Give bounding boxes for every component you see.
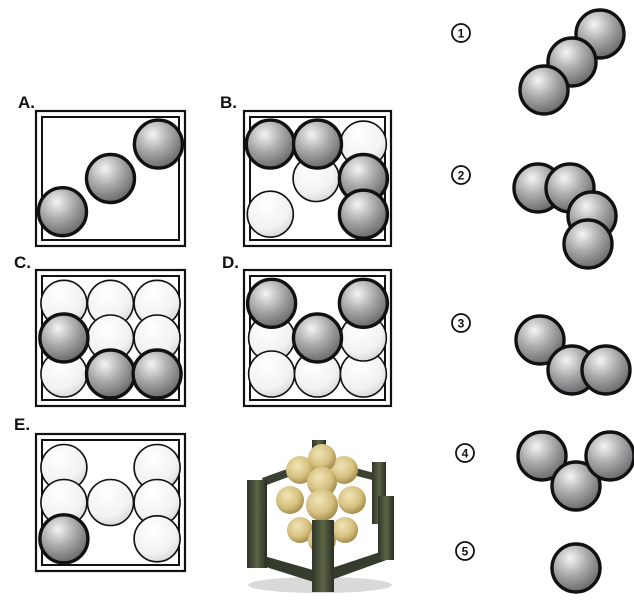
dark-ball (84, 152, 137, 205)
box-d (242, 268, 393, 408)
white-ball (86, 478, 135, 527)
dark-ball (84, 348, 137, 400)
piece-number-1: 1 (451, 23, 471, 43)
dark-ball (291, 118, 344, 170)
dark-ball (337, 277, 390, 329)
white-ball (247, 350, 296, 398)
piece-3 (514, 314, 632, 396)
piece-number-3: 3 (451, 313, 471, 333)
piece-ball (518, 64, 570, 116)
svg-text:5: 5 (462, 545, 469, 559)
svg-text:1: 1 (458, 27, 465, 41)
piece-2 (512, 162, 618, 270)
box-label-a: A. (18, 93, 35, 112)
box-e (34, 432, 187, 573)
dark-ball (38, 312, 90, 364)
piece-ball (584, 430, 634, 482)
dark-ball (131, 348, 183, 400)
piece-number-2: 2 (451, 165, 471, 185)
piece-ball (516, 430, 568, 482)
piece-ball (562, 218, 614, 270)
box-label-e: E. (14, 415, 30, 434)
box-a (34, 109, 187, 248)
white-ball (246, 190, 295, 238)
box-label-c: C. (14, 253, 31, 272)
box-b (242, 109, 393, 248)
piece-1 (518, 8, 626, 116)
dark-ball (38, 513, 90, 565)
piece-ball (550, 542, 602, 594)
piece-5 (550, 542, 602, 594)
piece-4 (516, 430, 634, 512)
svg-text:3: 3 (458, 317, 465, 331)
box-c (34, 268, 187, 408)
dark-ball (337, 188, 390, 240)
dark-ball (245, 277, 298, 329)
piece-number-4: 4 (455, 443, 475, 463)
puzzle-photo (240, 436, 400, 598)
white-ball (133, 514, 181, 563)
box-label-b: B. (220, 93, 237, 112)
dark-ball (132, 118, 185, 170)
svg-text:4: 4 (462, 447, 469, 461)
svg-text:2: 2 (458, 169, 465, 183)
dark-ball (36, 185, 89, 238)
piece-ball (514, 314, 566, 366)
dark-ball (291, 312, 344, 364)
dark-ball (244, 118, 296, 170)
box-label-d: D. (222, 253, 239, 272)
piece-ball (550, 460, 602, 512)
piece-ball (580, 344, 632, 396)
piece-number-5: 5 (455, 541, 475, 561)
